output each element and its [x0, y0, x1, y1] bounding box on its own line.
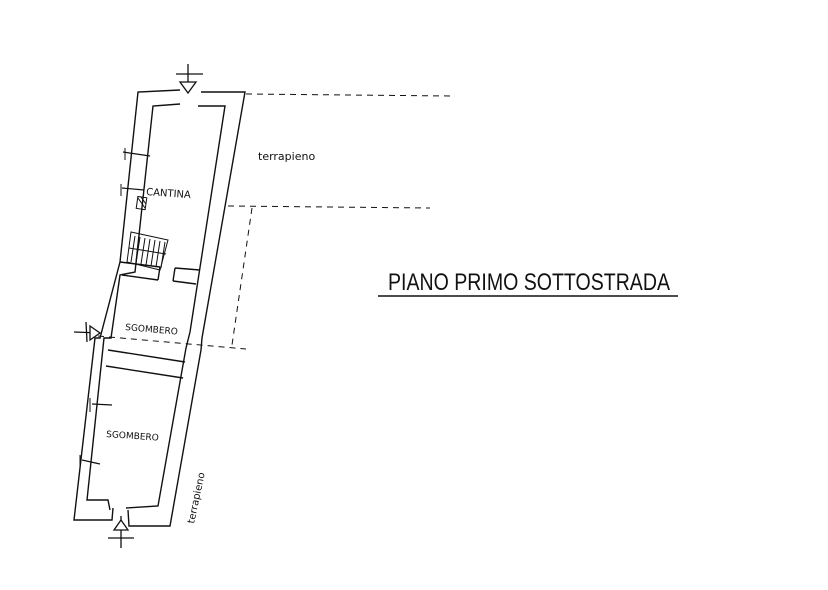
cross-wall-2	[105, 349, 186, 379]
section-arrow-top-icon	[176, 64, 203, 95]
inner-wall	[86, 103, 226, 511]
annotation-terrapieno-side: terrapieno	[186, 471, 208, 524]
cross-wall-1	[119, 261, 201, 271]
cross-wall-1b	[121, 274, 197, 285]
wall-opening-ticks	[79, 148, 126, 470]
dash-diag	[231, 207, 253, 346]
section-arrow-bottom-icon	[108, 516, 134, 548]
staircase-icon	[126, 195, 169, 271]
section-arrow-left-icon	[73, 321, 102, 343]
dash-top	[245, 93, 453, 97]
room-label-cantina: CANTINA	[146, 187, 191, 201]
room-label-sgombero-lower: SGOMBERO	[106, 430, 159, 444]
dash-mid	[227, 205, 431, 209]
plan-title: PIANO PRIMO SOTTOSTRADA	[388, 269, 670, 296]
walls	[73, 89, 246, 527]
dash-section	[97, 335, 247, 350]
wall-openings	[81, 151, 151, 465]
door-jamb-1	[157, 266, 176, 282]
annotation-terrapieno-top: terrapieno	[258, 150, 315, 163]
outer-wall	[73, 89, 246, 527]
dashed-lines	[97, 93, 453, 350]
section-markers	[73, 64, 203, 548]
room-label-sgombero-upper: SGOMBERO	[125, 323, 178, 338]
